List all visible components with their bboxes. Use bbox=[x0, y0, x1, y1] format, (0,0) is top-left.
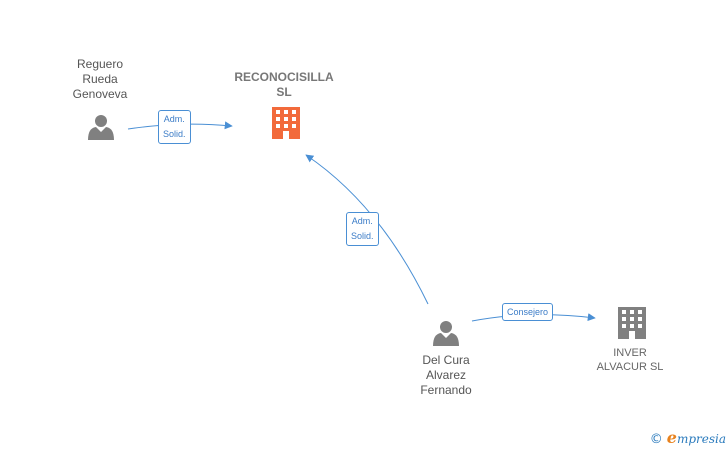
brand-initial: e bbox=[666, 428, 677, 447]
node-label-reguero[interactable]: Reguero Rueda Genoveva bbox=[72, 57, 128, 101]
building-icon bbox=[618, 307, 646, 339]
copyright-icon: © bbox=[649, 432, 663, 447]
person-icon bbox=[88, 115, 114, 140]
brand-name: mpresia bbox=[676, 432, 726, 446]
edge-label-delcura-to-inver: Consejero bbox=[502, 303, 554, 321]
empresia-watermark: ©empresia bbox=[650, 428, 726, 447]
node-label-inver[interactable]: INVER ALVACUR SL bbox=[596, 347, 664, 373]
person-icon bbox=[433, 321, 459, 346]
node-label-delcura[interactable]: Del Cura Alvarez Fernando bbox=[420, 353, 472, 397]
edge-label-reguero-to-reconocisilla: Adm. Solid. bbox=[158, 110, 191, 144]
building-icon bbox=[272, 107, 300, 139]
edge-label-delcura-to-reconocisilla: Adm. Solid. bbox=[346, 212, 379, 246]
node-label-reconocisilla[interactable]: RECONOCISILLA SL bbox=[234, 70, 334, 99]
